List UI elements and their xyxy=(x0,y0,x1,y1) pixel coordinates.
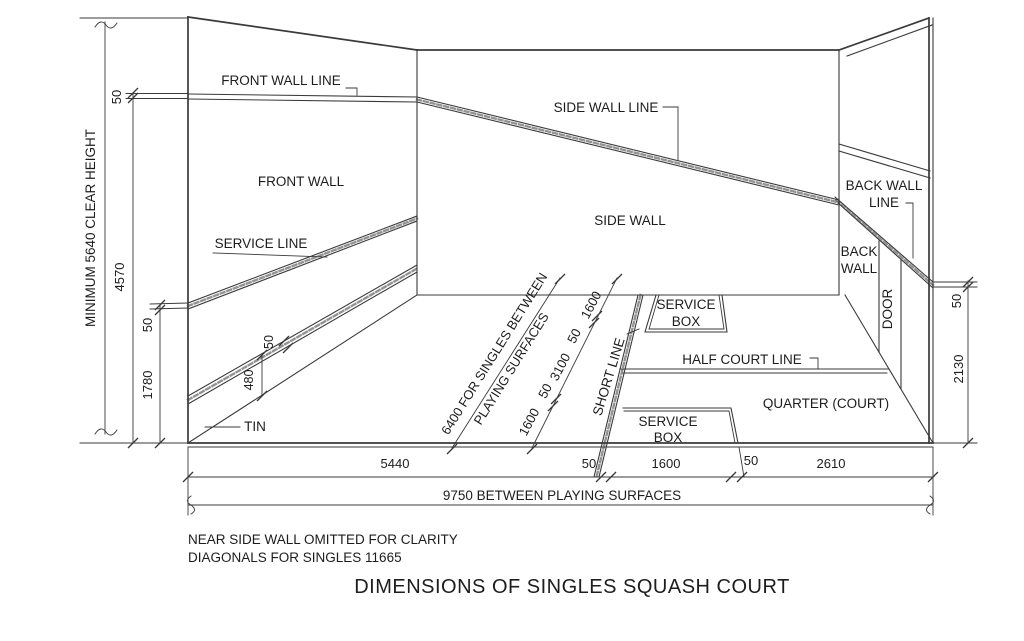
back-wall-ledge-upper xyxy=(838,143,931,172)
short-line-hatch xyxy=(595,293,642,479)
back-wall-line-label-2: LINE xyxy=(869,195,899,210)
chain-dim-1600b: 1600 xyxy=(578,289,605,322)
break-mark-bottom xyxy=(94,428,118,436)
back-wall-label-1: BACK xyxy=(841,244,878,259)
overall-width-dim: 9750 BETWEEN PLAYING SURFACES xyxy=(443,488,681,503)
back-wall-ledge-lower xyxy=(838,150,931,179)
front-wall-floor-junction xyxy=(187,294,418,444)
service-box-far-label-2: BOX xyxy=(672,314,701,329)
side-wall-line-leader xyxy=(662,106,679,161)
side-wall-line-lower xyxy=(416,101,840,206)
front-wall-line-label: FRONT WALL LINE xyxy=(221,73,341,88)
service-box-near-outer xyxy=(622,407,739,444)
back-wall-line-hatch xyxy=(834,198,935,287)
quarter-court-label: QUARTER (COURT) xyxy=(763,396,889,411)
front-wall-line-lower xyxy=(187,98,418,103)
half-court-line-leader xyxy=(809,357,819,370)
back-wall-top-outer xyxy=(837,16,931,52)
back-wall-line-label-1: BACK WALL xyxy=(846,178,923,193)
tin-line-hatch xyxy=(186,266,419,402)
back-wall-line-lower xyxy=(837,202,934,289)
tin-line-upper xyxy=(187,264,418,397)
service-line-upper xyxy=(187,215,418,304)
service-line-hatch xyxy=(186,216,419,308)
chain-dim-3100: 3100 xyxy=(547,351,574,384)
service-line-label: SERVICE LINE xyxy=(215,236,308,251)
floor-markings xyxy=(593,293,890,479)
short-line-left xyxy=(593,294,639,478)
front-wall-line-height-dim: 4570 xyxy=(112,263,127,292)
ext-service-box-edge xyxy=(738,446,745,478)
tin-label: TIN xyxy=(244,419,266,434)
break-mark-9750-right xyxy=(926,495,934,515)
wall-line-band-dim: 50 xyxy=(109,90,124,104)
door-label: DOOR xyxy=(880,288,895,329)
bottom-dim-5440: 5440 xyxy=(381,456,410,471)
drawing-title: DIMENSIONS OF SINGLES SQUASH COURT xyxy=(354,576,790,598)
chain-dim-1600a: 1600 xyxy=(516,406,543,439)
bottom-dim-50b: 50 xyxy=(744,453,758,468)
clear-height-dim: MINIMUM 5640 CLEAR HEIGHT xyxy=(83,129,98,327)
dimension-lines xyxy=(79,17,978,516)
tin-band-dim: 50 xyxy=(262,335,276,349)
service-box-near-inner xyxy=(623,410,736,444)
front-wall-line-upper xyxy=(187,93,418,98)
service-line-leader xyxy=(212,252,328,258)
tin-line-lower xyxy=(187,271,418,405)
back-wall-top-inner xyxy=(846,24,933,57)
side-wall-line-upper xyxy=(416,96,840,201)
chain-dim-50a: 50 xyxy=(535,381,555,401)
side-wall-line-label: SIDE WALL LINE xyxy=(554,100,659,115)
back-wall-line-leader xyxy=(905,202,914,259)
width-note-dim-line xyxy=(451,277,561,449)
ext-service-line-a xyxy=(149,302,189,305)
short-line-leader xyxy=(626,328,640,335)
service-box-far-outer xyxy=(644,294,728,333)
side-wall-label: SIDE WALL xyxy=(594,213,666,228)
service-line-lower xyxy=(187,220,418,310)
service-line-band-dim: 50 xyxy=(140,318,155,332)
front-wall-label: FRONT WALL xyxy=(258,174,345,189)
note-diagonals: DIAGONALS FOR SINGLES 11665 xyxy=(188,550,402,565)
short-line-right xyxy=(598,294,644,478)
side-wall-line-hatch xyxy=(415,98,841,204)
service-box-far-inner xyxy=(648,294,725,330)
half-court-line-label: HALF COURT LINE xyxy=(682,352,802,367)
front-wall-line-leader xyxy=(345,87,358,96)
service-box-far-label-1: SERVICE xyxy=(656,297,715,312)
service-box-near-label-2: BOX xyxy=(654,430,683,445)
service-line-height-dim: 1780 xyxy=(140,371,155,400)
service-box-near-label-1: SERVICE xyxy=(638,414,697,429)
annotations: NEAR SIDE WALL OMITTED FOR CLARITY DIAGO… xyxy=(188,532,790,598)
bottom-dim-2610: 2610 xyxy=(817,456,846,471)
bottom-dim-50a: 50 xyxy=(582,456,596,471)
front-wall-top-edge xyxy=(187,16,418,51)
break-mark-9750-left xyxy=(187,495,195,515)
text-labels: FRONT WALL LINE FRONT WALL SERVICE LINE … xyxy=(215,73,923,445)
back-wall-band-dim: 50 xyxy=(949,294,964,308)
leader-lines xyxy=(204,87,914,428)
tin-height-dim: 480 xyxy=(242,370,256,391)
wall-marking-lines xyxy=(186,93,935,405)
note-near-side-wall: NEAR SIDE WALL OMITTED FOR CLARITY xyxy=(188,532,458,547)
break-mark-top xyxy=(94,21,118,29)
back-wall-label-2: WALL xyxy=(841,261,878,276)
back-wall-line-upper xyxy=(834,196,934,283)
chain-dim-50b: 50 xyxy=(564,326,584,346)
back-wall-line-height-dim: 2130 xyxy=(951,355,966,384)
width-chain-dim-line xyxy=(531,277,618,449)
bottom-dim-1600: 1600 xyxy=(652,456,681,471)
